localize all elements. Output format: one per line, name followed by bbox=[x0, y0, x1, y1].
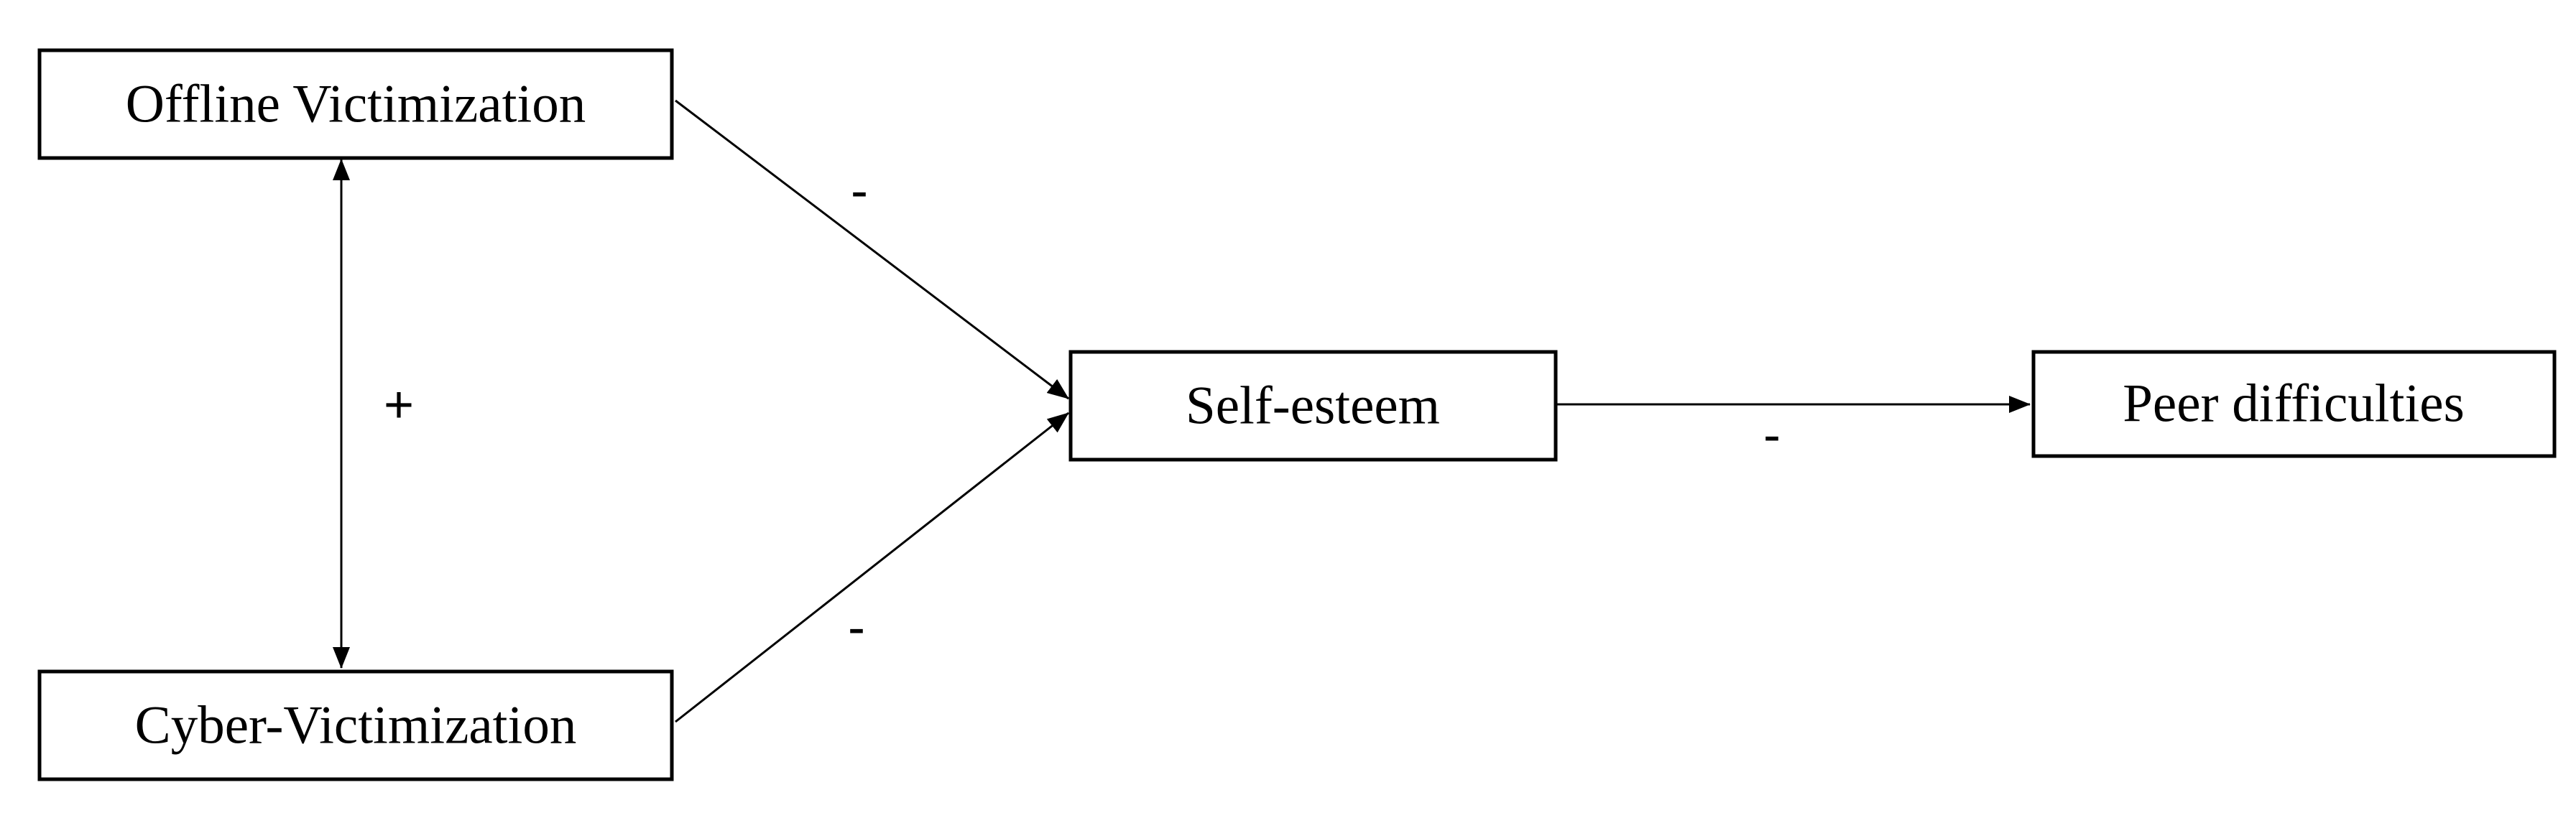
node-peer-difficulties-label: Peer difficulties bbox=[2123, 374, 2465, 434]
edge-sign-offline-self-esteem: - bbox=[851, 162, 868, 220]
node-peer-difficulties: Peer difficulties bbox=[2031, 350, 2557, 458]
node-cyber-victimization: Cyber-Victimization bbox=[37, 669, 674, 781]
node-offline-victimization: Offline Victimization bbox=[37, 48, 674, 160]
node-cyber-victimization-label: Cyber-Victimization bbox=[135, 696, 577, 756]
node-self-esteem-label: Self-esteem bbox=[1186, 376, 1440, 436]
edge-sign-self-esteem-peer: - bbox=[1763, 406, 1781, 464]
edge-sign-offline-cyber: + bbox=[384, 376, 414, 434]
node-offline-victimization-label: Offline Victimization bbox=[126, 75, 586, 134]
edge-offline-to-self-esteem bbox=[675, 99, 1069, 400]
edge-cyber-to-self-esteem bbox=[675, 412, 1069, 723]
edge-sign-cyber-self-esteem: - bbox=[848, 599, 865, 656]
node-self-esteem: Self-esteem bbox=[1068, 350, 1558, 462]
